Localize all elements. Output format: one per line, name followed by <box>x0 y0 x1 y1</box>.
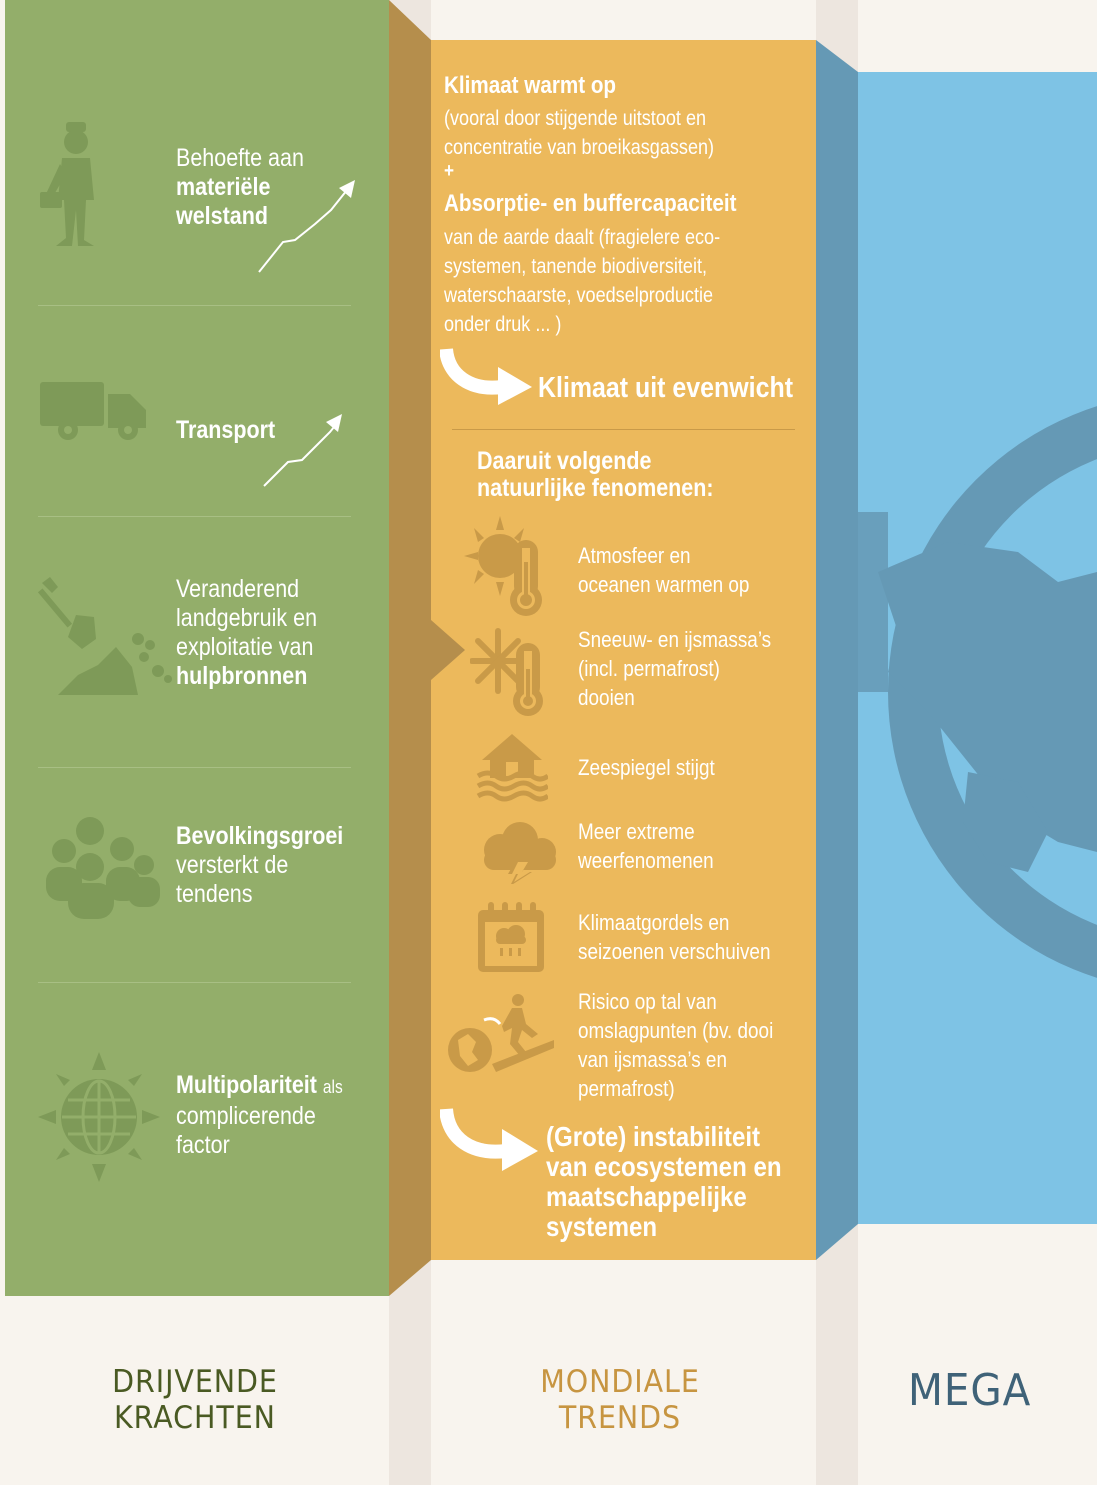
phenomenon-warming: Atmosfeer en oceanen warmen op <box>578 543 750 597</box>
driver-divider <box>38 982 351 983</box>
snowflake-thermometer-icon <box>470 628 543 716</box>
shovel-digging-icon <box>38 577 172 695</box>
driver-material-welfare: Behoefte aan materiële welstand <box>176 144 304 230</box>
globe-compass-icon <box>38 1052 160 1182</box>
trend-divider <box>452 429 795 430</box>
phenomenon-tipping-points: Risico op tal van omslagpunten (bv. dooi… <box>578 989 774 1101</box>
trend-plus: + <box>444 160 455 182</box>
tipping-point-icon <box>448 994 554 1072</box>
phenomenon-sea-level: Zeespiegel stijgt <box>578 755 715 780</box>
globe-icon <box>858 406 1097 978</box>
drivers-fold <box>389 0 431 1296</box>
phenomena-title-2: natuurlijke fenomenen: <box>477 474 714 502</box>
crowd-icon <box>46 817 160 919</box>
trend-absorption-body-4: onder druk ... ) <box>444 313 562 336</box>
curved-arrow-icon <box>440 1108 538 1171</box>
footer-drivers-label: DRIJVENDE KRACHTEN <box>112 1364 278 1436</box>
phenomenon-ice-melt: Sneeuw- en ijsmassa’s (incl. permafrost)… <box>578 627 772 710</box>
driver-divider <box>38 767 351 768</box>
driver-divider <box>38 305 351 306</box>
mega-panel <box>858 72 1097 1224</box>
sun-thermometer-icon <box>464 516 542 616</box>
storm-cloud-icon <box>484 822 556 884</box>
trend-absorption-body-2: systemen, tanende biodiversiteit, <box>444 255 708 278</box>
trend-absorption-title: Absorptie- en buffercapaciteit <box>444 190 737 217</box>
trends-fold <box>816 40 858 1260</box>
footer-trends-label: MONDIALE TRENDS <box>540 1364 700 1436</box>
driver-multipolarity: Multipolariteit als complicerende factor <box>176 1071 343 1159</box>
driver-population: Bevolkingsgroei versterkt de tendens <box>176 822 344 908</box>
curved-arrow-icon <box>440 347 532 405</box>
trend-warming-body-2: concentratie van broeikasgassen) <box>444 136 715 159</box>
driver-land-use: Veranderend landgebruik en exploitatie v… <box>176 575 318 690</box>
truck-icon <box>40 382 146 440</box>
trend-result-instability: (Grote) instabiliteit van ecosystemen en… <box>546 1121 782 1242</box>
phenomenon-climate-belts: Klimaatgordels en seizoenen verschuiven <box>578 910 771 964</box>
businessman-icon <box>40 122 94 246</box>
trend-absorption-body-3: waterschaarste, voedselproductie <box>444 284 714 307</box>
driver-transport: Transport <box>176 416 276 444</box>
trend-absorption-body-1: van de aarde daalt (fragielere eco- <box>444 226 721 249</box>
trend-result-imbalance: Klimaat uit evenwicht <box>538 372 794 404</box>
trend-up-arrow-icon <box>258 180 355 273</box>
trend-warming-body-1: (vooral door stijgende uitstoot en <box>444 107 707 130</box>
phenomenon-extreme-weather: Meer extreme weerfenomenen <box>578 819 714 873</box>
arrow-pointer <box>431 620 465 680</box>
trend-warming-title: Klimaat warmt op <box>444 72 617 99</box>
footer-mega-label: MEGA <box>908 1365 1032 1416</box>
calendar-rain-icon <box>478 902 544 972</box>
trend-up-arrow-icon <box>263 414 342 487</box>
driver-divider <box>38 516 351 517</box>
flooded-house-icon <box>476 734 548 802</box>
phenomena-title-1: Daaruit volgende <box>477 447 652 475</box>
